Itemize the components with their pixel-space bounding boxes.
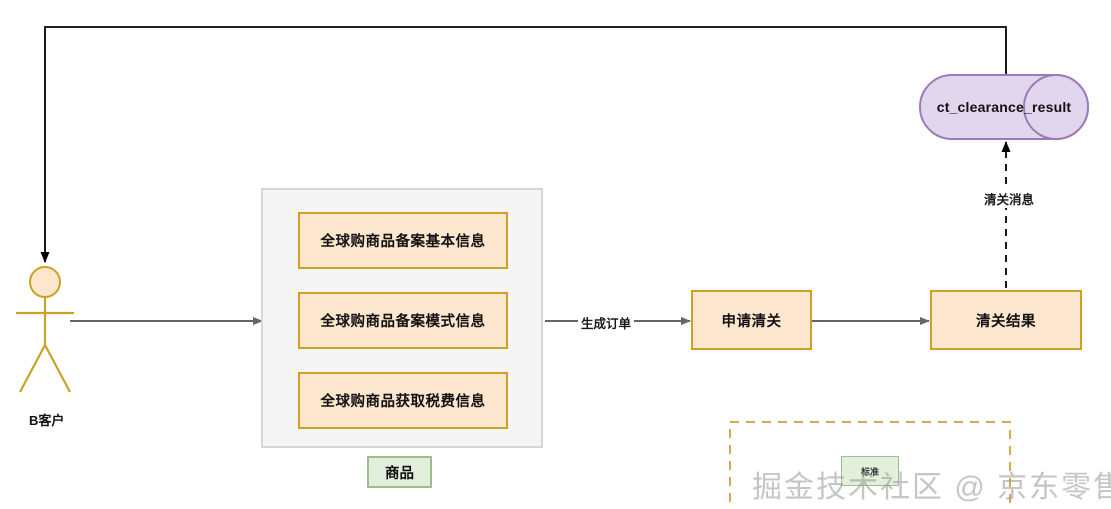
dashed-region (729, 421, 1011, 509)
datastore-label: ct_clearance_result (936, 99, 1072, 115)
product-info-mode-label: 全球购商品备案模式信息 (320, 314, 486, 330)
actor-label: B客户 (29, 410, 64, 429)
clearance-result-label: 清关结果 (976, 313, 1036, 330)
product-info-box-tax[interactable]: 全球购商品获取税费信息 (298, 372, 508, 429)
product-info-box-basic[interactable]: 全球购商品备案基本信息 (298, 212, 508, 269)
product-info-box-mode[interactable]: 全球购商品备案模式信息 (298, 292, 508, 349)
datastore-label-wrap: ct_clearance_result (920, 75, 1088, 139)
actor-stick-figure (16, 266, 74, 393)
product-group-label: 商品 (385, 465, 414, 482)
product-info-tax-label: 全球购商品获取税费信息 (320, 394, 486, 410)
product-group-label-box[interactable]: 商品 (367, 456, 432, 488)
edge-store-to-actor (40, 26, 1007, 263)
clearance-message-text: 清关消息 (984, 193, 1035, 207)
process-box-clearance-result[interactable]: 清关结果 (930, 290, 1082, 350)
dashed-region-note-label: 标准 (860, 466, 879, 477)
actor-name-text: B客户 (29, 413, 65, 428)
product-info-basic-label: 全球购商品备案基本信息 (320, 234, 486, 250)
edge-label-clearance-message: 清关消息 (981, 189, 1038, 208)
edge-label-generate-order: 生成订单 (578, 313, 635, 332)
apply-clearance-label: 申请清关 (721, 313, 782, 330)
datastore-cylinder[interactable] (919, 74, 1089, 140)
process-box-apply-clearance[interactable]: 申请清关 (691, 290, 812, 350)
dashed-region-note-box[interactable]: 标准 (841, 456, 899, 486)
generate-order-text: 生成订单 (581, 317, 632, 331)
